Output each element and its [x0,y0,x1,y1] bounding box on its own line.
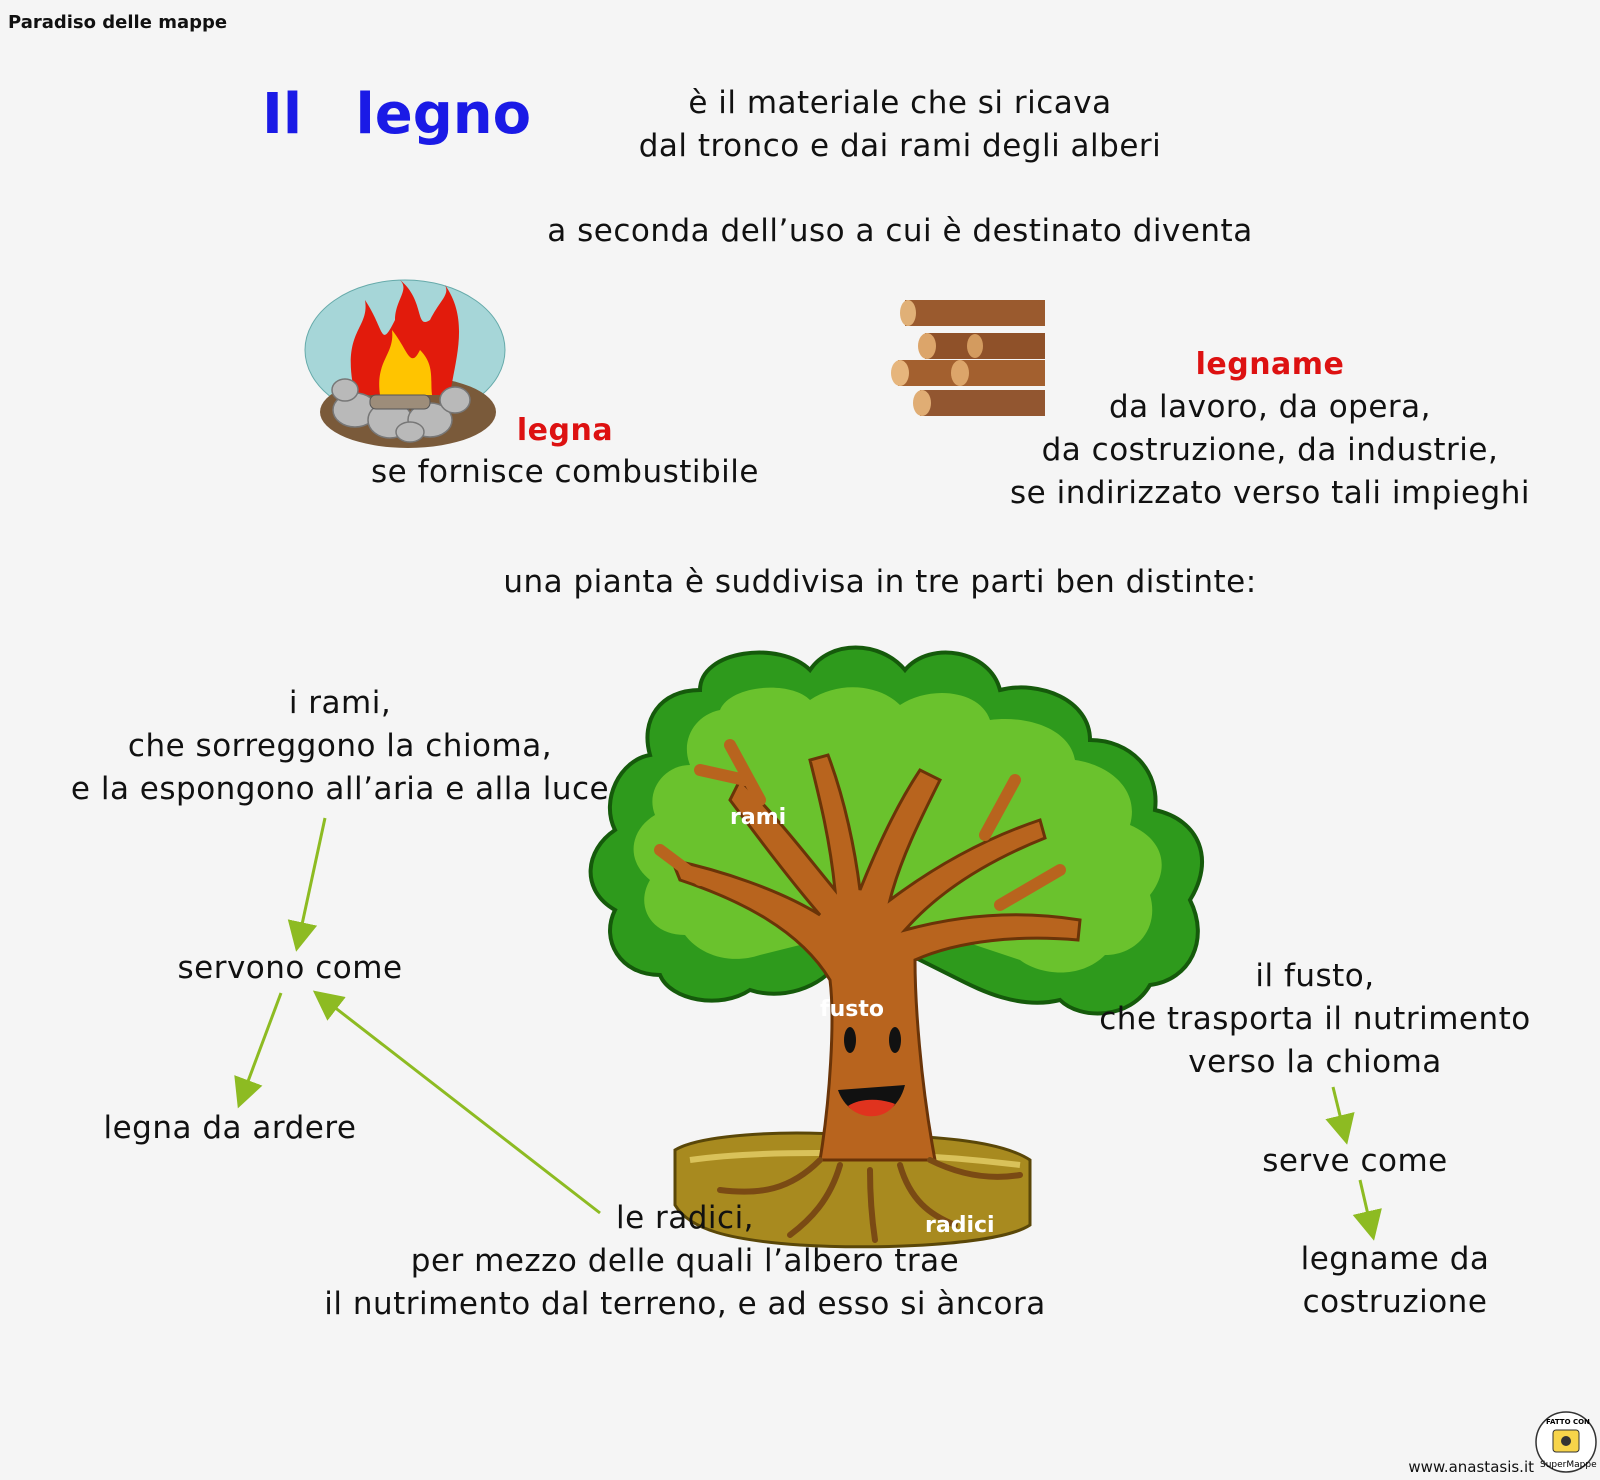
legname-title: legname [1195,347,1345,382]
legname-description: da lavoro, da opera, da costruzione, da … [1000,386,1540,515]
definition-line-2: dal tronco e dai rami degli alberi [638,128,1162,164]
legna-da-ardere: legna da ardere [103,1110,357,1146]
rami-line-3: e la espongono all’aria e alla luce [70,771,610,807]
arrow-radici-to-servono [312,990,601,1215]
arrow-fusto-to-serve [1325,1086,1355,1145]
definition-text: è il materiale che si ricava dal tronco … [620,82,1180,168]
legname-da-costruzione: legname da costruzione [1260,1238,1530,1324]
arrow-serve-to-legname [1352,1179,1382,1241]
radici-description: le radici, per mezzo delle quali l’alber… [300,1197,1070,1326]
tree-label-fusto: fusto [820,997,884,1022]
legname-costruzione-line-2: costruzione [1302,1284,1488,1320]
rami-line-1: i rami, [288,685,392,721]
legname-line-1: da lavoro, da opera, [1108,389,1432,425]
arrow-servono-to-legna [234,992,283,1109]
fusto-line-2: che trasporta il nutrimento [1099,1001,1531,1037]
rami-line-2: che sorreggono la chioma, [127,728,553,764]
rami-description: i rami, che sorreggono la chioma, e la e… [50,682,630,811]
header-label: Paradiso delle mappe [8,12,228,33]
arrow-rami-to-servono [287,817,327,952]
logo-top-text: FATTO CON [1546,1418,1590,1426]
legname-line-2: da costruzione, da industrie, [1041,432,1499,468]
logo-bottom-text: SuperMappe [1540,1460,1597,1470]
main-title: Il legno [262,82,532,147]
fusto-line-1: il fusto, [1255,958,1375,994]
radici-line-1: le radici, [615,1200,755,1236]
fusto-line-3: verso la chioma [1188,1044,1442,1080]
usage-intro: a seconda dell’uso a cui è destinato div… [547,213,1253,249]
radici-line-3: il nutrimento dal terreno, e ad esso si … [324,1286,1046,1322]
fusto-description: il fusto, che trasporta il nutrimento ve… [1080,955,1550,1084]
footer-url[interactable]: www.anastasis.it [1408,1458,1534,1476]
radici-line-2: per mezzo delle quali l’albero trae [410,1243,960,1279]
plant-intro: una pianta è suddivisa in tre parti ben … [503,564,1257,600]
servono-come: servono come [177,950,403,986]
serve-come: serve come [1262,1143,1448,1179]
legna-description: se fornisce combustibile [371,454,759,490]
definition-line-1: è il materiale che si ricava [688,85,1112,121]
legname-costruzione-line-1: legname da [1300,1241,1490,1277]
legname-line-3: se indirizzato verso tali impieghi [1010,475,1530,511]
tree-label-rami: rami [730,805,786,830]
legna-title: legna [516,413,614,448]
